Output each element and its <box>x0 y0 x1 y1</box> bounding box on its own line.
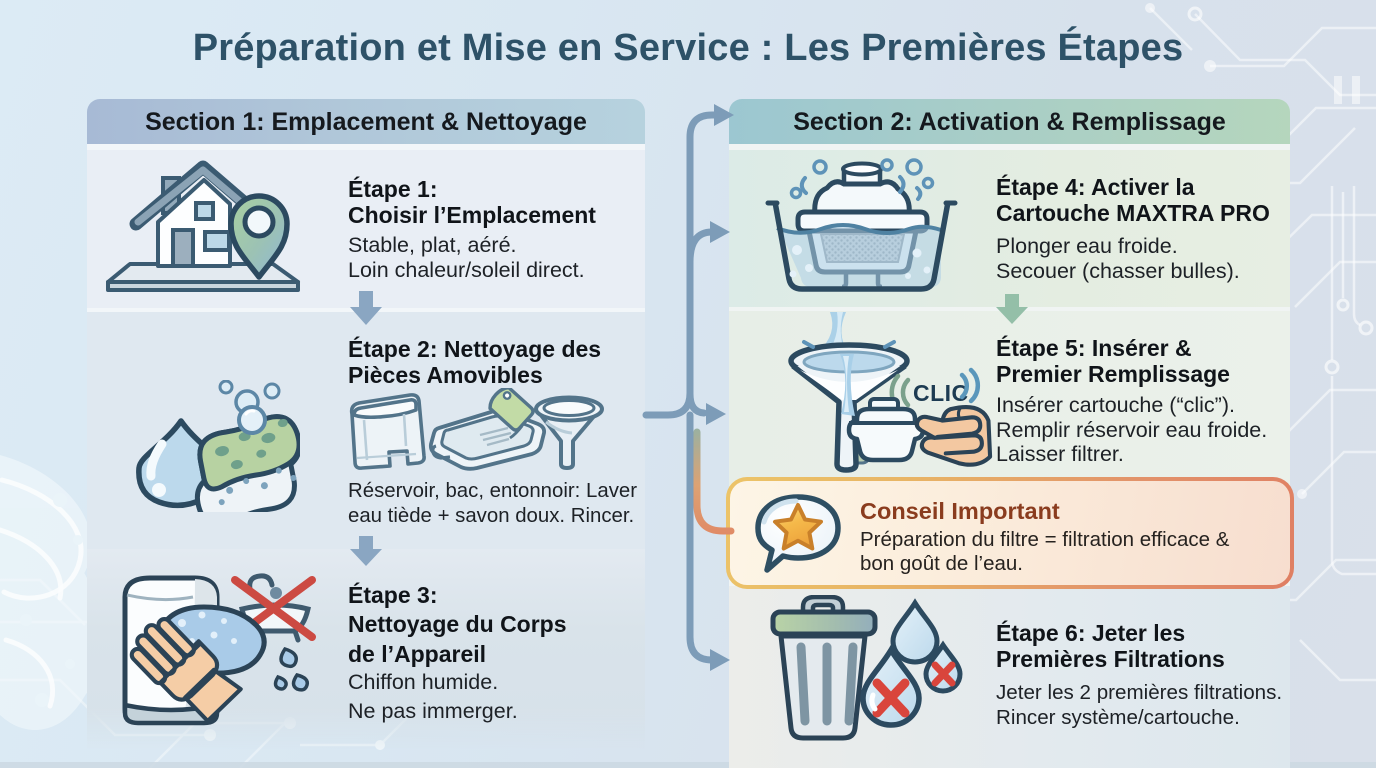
svg-text:CLIC: CLIC <box>913 380 969 406</box>
